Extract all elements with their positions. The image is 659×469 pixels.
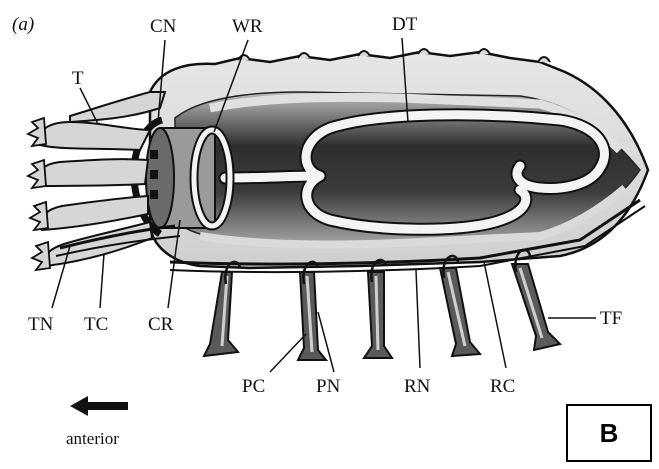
label-dt: DT (392, 14, 418, 35)
label-pn: PN (316, 376, 341, 397)
label-pc: PC (242, 376, 265, 397)
anterior-label: anterior (66, 429, 119, 448)
label-t: T (72, 68, 84, 89)
panel-letter: B (600, 418, 619, 449)
panel-tag: (a) (12, 14, 34, 35)
label-tn: TN (28, 314, 54, 335)
anterior-arrow-icon (70, 396, 128, 416)
label-tc: TC (84, 314, 108, 335)
label-cr: CR (148, 314, 174, 335)
label-rn: RN (404, 376, 431, 397)
label-cn: CN (150, 16, 177, 37)
label-rc: RC (490, 376, 515, 397)
tube-foot-5 (512, 264, 560, 350)
panel-letter-box: B (566, 404, 652, 462)
tube-foot-4 (440, 268, 480, 356)
label-tf: TF (600, 308, 622, 329)
label-wr: WR (232, 16, 263, 37)
tube-feet (204, 264, 560, 360)
